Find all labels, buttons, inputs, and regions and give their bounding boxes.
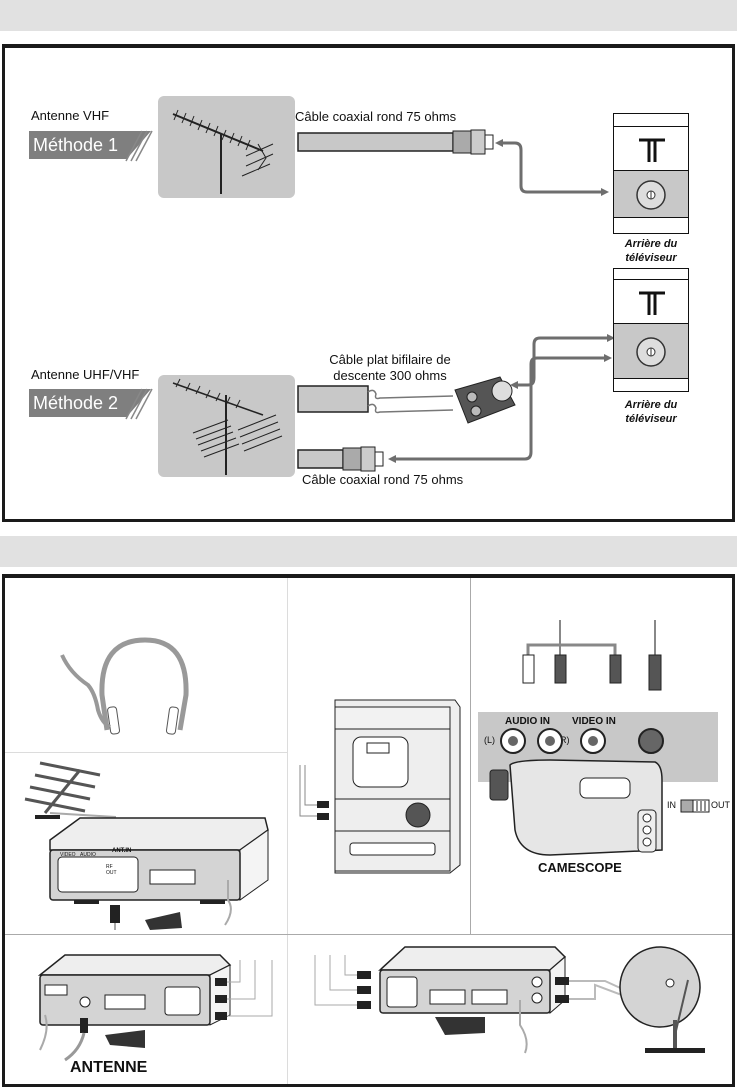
- arrow-to-tv-1: [495, 138, 615, 198]
- badge-stripes-icon: [118, 389, 148, 417]
- camcorder-icon: [490, 760, 665, 860]
- vcr1-video-label: VIDEO: [60, 852, 76, 858]
- switch-in-label: IN: [667, 800, 676, 810]
- antenne-caption: ANTENNE: [70, 1059, 147, 1077]
- grid-divider: [5, 752, 287, 753]
- headphones-icon: [60, 635, 200, 740]
- switch-out-label: OUT: [711, 800, 730, 810]
- tv-back-caption-2: Arrière du téléviseur: [613, 398, 689, 426]
- tv-back-panel-1: [613, 113, 689, 234]
- audio-left-label: (L): [484, 735, 495, 745]
- tv-back-panel-2: [613, 268, 689, 392]
- coax-cable-label-2: Câble coaxial rond 75 ohms: [302, 472, 463, 487]
- antenna-vhf-label: Antenne VHF: [31, 108, 109, 123]
- antenna-input-jack-icon[interactable]: [635, 336, 667, 368]
- vcr-antenna-out-illustration: [35, 950, 275, 1060]
- camcorder-jacks-icon: [495, 726, 685, 756]
- antenna-symbol-icon: [639, 138, 665, 162]
- antenna-uhf-vhf-label: Antenne UHF/VHF: [31, 367, 139, 382]
- antenna-input-jack-icon[interactable]: [635, 179, 667, 211]
- satellite-dish-icon: [615, 945, 730, 1055]
- tv-back-caption-1: Arrière du téléviseur: [613, 237, 689, 265]
- vcr-antenna-illustration: [10, 760, 280, 930]
- grid-divider: [5, 934, 732, 935]
- uhf-vhf-antenna-illustration: [158, 375, 295, 477]
- coax-cable-label-1: Câble coaxial rond 75 ohms: [295, 109, 456, 124]
- badge-stripes-icon: [118, 131, 148, 159]
- coax-cable-1: [298, 131, 498, 161]
- grid-divider: [470, 578, 471, 934]
- antenna-symbol-icon: [639, 291, 665, 315]
- vcr1-audio-label: AUDIO: [80, 852, 96, 858]
- vcr1-ant-in-label: ANT.IN: [112, 848, 131, 854]
- hifi-system-illustration: [295, 695, 465, 875]
- camescope-caption: CAMESCOPE: [538, 860, 622, 875]
- arrow-coax-to-tv: [385, 350, 615, 465]
- vcr1-rf-out-label: RF OUT: [106, 864, 117, 876]
- header-band-2: [0, 536, 737, 567]
- vhf-antenna-icon: [158, 96, 295, 198]
- grid-divider: [287, 578, 288, 1084]
- uhf-vhf-antenna-icon: [158, 375, 295, 477]
- vhf-antenna-illustration: [158, 96, 295, 198]
- in-out-switch-icon[interactable]: [681, 800, 709, 813]
- rca-cables-icon: [515, 620, 665, 700]
- header-band-1: [0, 0, 737, 31]
